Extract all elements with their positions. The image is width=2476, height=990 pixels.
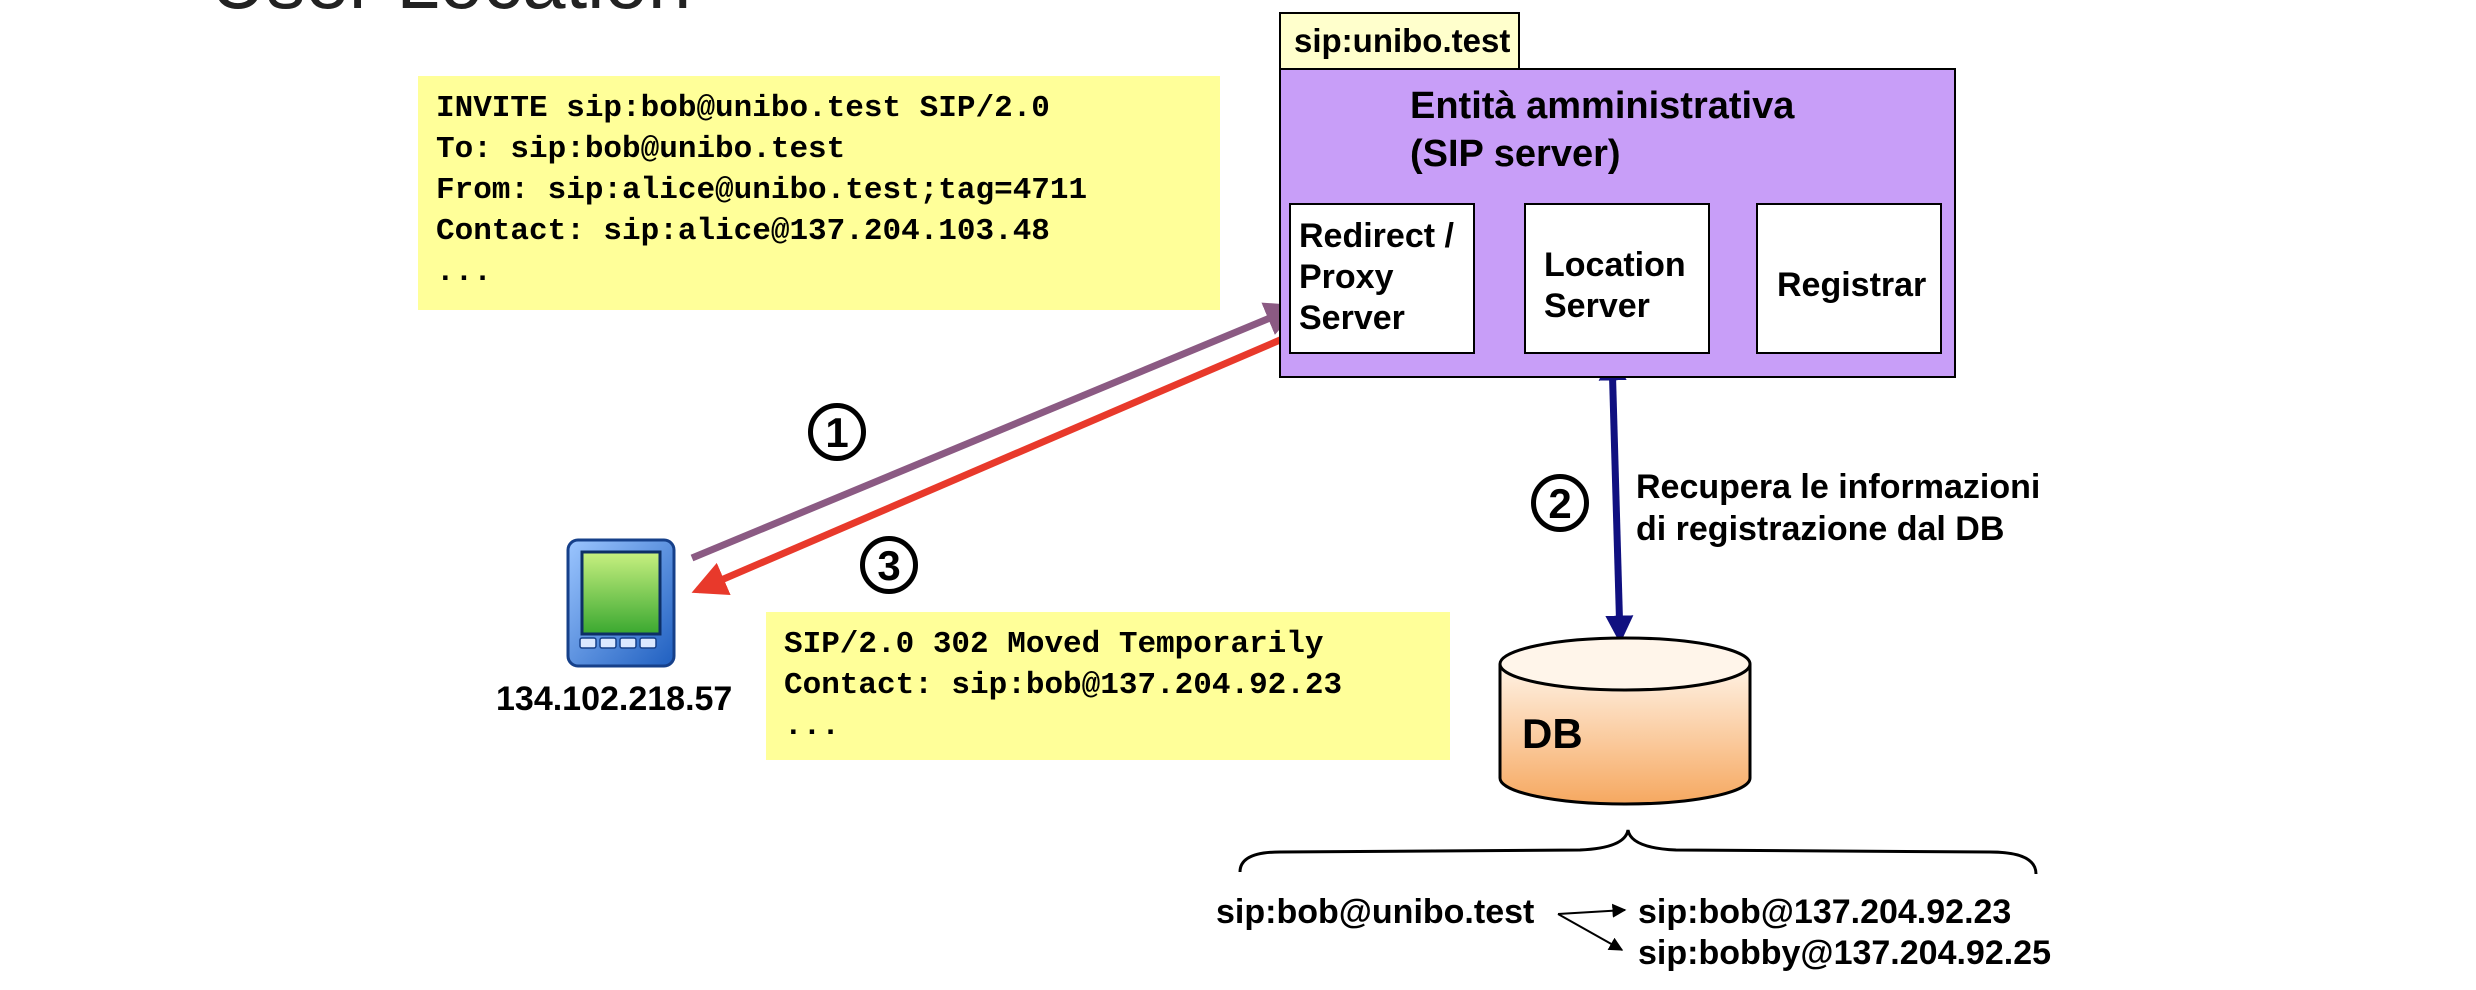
response-message-box: SIP/2.0 302 Moved Temporarily Contact: s… [766,612,1450,760]
db-label: DB [1522,710,1583,757]
db-query-annotation: Recupera le informazioni di registrazion… [1636,466,2040,550]
step-3-marker: 3 [860,536,918,594]
admin-title-line-2: (SIP server) [1410,133,1621,175]
binding-aor: sip:bob@unibo.test [1216,893,1535,931]
response-arrow [691,330,1296,596]
registrar-box: Registrar [1756,203,1942,354]
invite-line: From: sip:alice@unibo.test;tag=4711 [436,173,1088,208]
location-server-box: Location Server [1524,203,1710,354]
pda-device-icon [566,538,676,668]
db-query-line-2: di registrazione dal DB [1636,510,2005,548]
slide-title: User Location [210,0,691,20]
database-cylinder [1498,636,1752,806]
invite-line: Contact: sip:alice@137.204.103.48 [436,214,1050,249]
response-line: SIP/2.0 302 Moved Temporarily [784,627,1324,662]
location-db-arrow [1598,352,1634,644]
location-label-line: Server [1544,287,1650,325]
admin-title-line-1: Entità amministrativa [1410,85,1795,127]
db-query-line-1: Recupera le informazioni [1636,468,2041,506]
domain-tab: sip:unibo.test [1279,12,1520,70]
registrar-label: Registrar [1777,266,1927,304]
binding-brace [1238,829,2038,875]
invite-line: INVITE sip:bob@unibo.test SIP/2.0 [436,91,1050,126]
proxy-label-line: Proxy [1299,258,1394,296]
step-1-marker: 1 [808,403,866,461]
invite-line: To: sip:bob@unibo.test [436,132,846,167]
admin-entity-title: Entità amministrativa (SIP server) [1410,82,1794,178]
request-arrow [690,302,1301,562]
proxy-label-line: Server [1299,299,1405,337]
binding-arrow-2 [1557,913,1624,951]
step-2-marker: 2 [1531,474,1589,532]
binding-contact-2: sip:bobby@137.204.92.25 [1638,934,2052,972]
location-label-line: Location [1544,246,1686,284]
invite-message-box: INVITE sip:bob@unibo.test SIP/2.0 To: si… [418,76,1220,310]
response-line: Contact: sip:bob@137.204.92.23 [784,668,1343,703]
binding-arrow-1 [1557,903,1627,918]
proxy-label-line: Redirect / [1299,217,1454,255]
invite-line: ... [436,255,492,290]
client-ip-label: 134.102.218.57 [496,680,733,718]
proxy-server-box: Redirect / Proxy Server [1289,203,1475,354]
binding-contact-1: sip:bob@137.204.92.23 [1638,893,2012,931]
response-line: ... [784,709,840,744]
